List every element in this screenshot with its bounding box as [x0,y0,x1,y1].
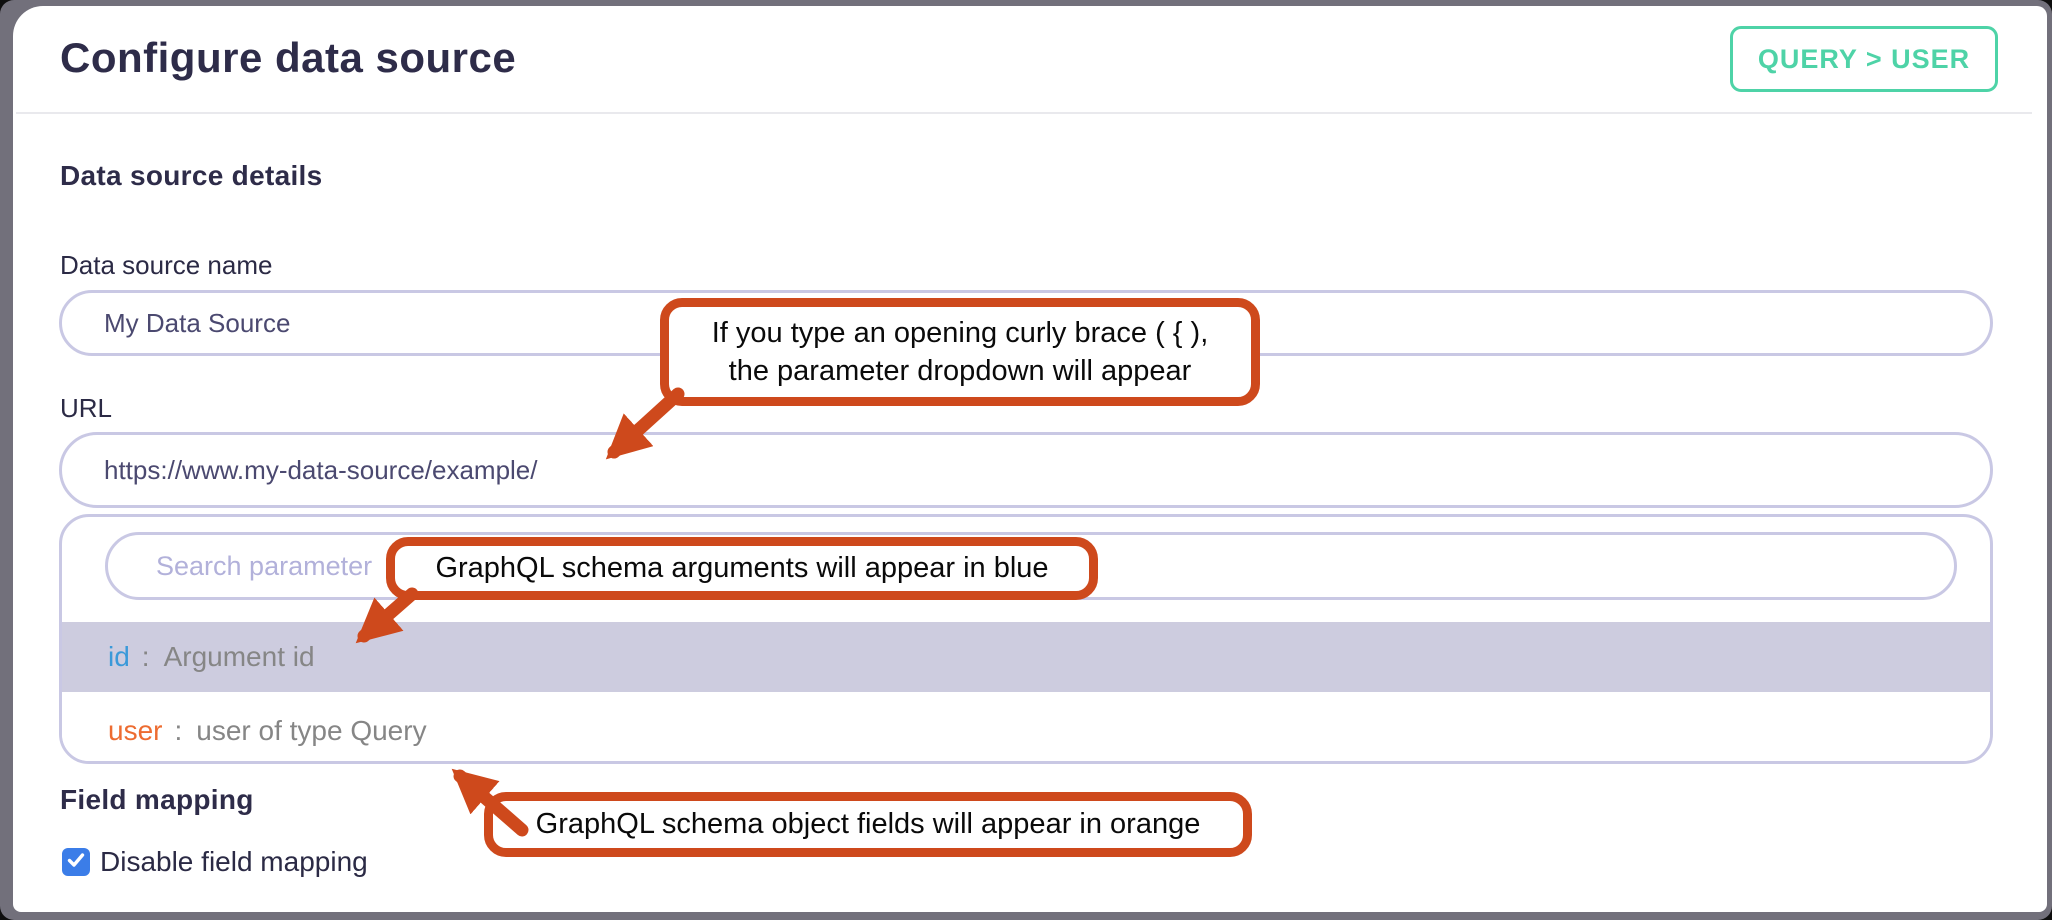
callout-fields-orange: GraphQL schema object fields will appear… [484,792,1252,857]
option-separator: : [141,641,150,672]
disable-field-mapping-checkbox[interactable] [62,848,90,876]
callout-line: If you type an opening curly brace ( { )… [711,316,1209,349]
option-description: Argument id [163,641,315,672]
url-input[interactable]: https://www.my-data-source/example/ [59,432,1993,508]
dropdown-option-id[interactable]: id : Argument id [62,622,1990,692]
callout-line: GraphQL schema object fields will appear… [535,808,1201,841]
option-name: user [108,715,163,746]
name-field-label: Data source name [60,250,273,280]
section-data-source-details: Data source details [60,160,323,191]
option-name: id [108,641,130,672]
query-type-badge[interactable]: QUERY > USER [1730,26,1998,92]
header-divider [16,112,2032,114]
callout-line: GraphQL schema arguments will appear in … [435,552,1049,585]
option-description: user of type Query [196,715,427,746]
url-field-label: URL [60,393,113,423]
url-value: https://www.my-data-source/example/ [104,454,538,485]
check-icon [66,850,86,875]
page-title: Configure data source [60,34,517,81]
disable-field-mapping-label[interactable]: Disable field mapping [100,846,368,877]
callout-curly-brace: If you type an opening curly brace ( { )… [660,298,1260,406]
callout-arguments-blue: GraphQL schema arguments will appear in … [386,537,1098,600]
data-source-name-value: My Data Source [104,307,291,338]
parameter-dropdown-panel: Search parameter id : Argument id user :… [59,514,1993,764]
option-separator: : [174,715,183,746]
section-field-mapping: Field mapping [60,784,254,815]
dropdown-option-user[interactable]: user : user of type Query [62,700,1990,761]
search-parameter-placeholder: Search parameter [156,550,373,581]
callout-line: the parameter dropdown will appear [728,355,1192,387]
